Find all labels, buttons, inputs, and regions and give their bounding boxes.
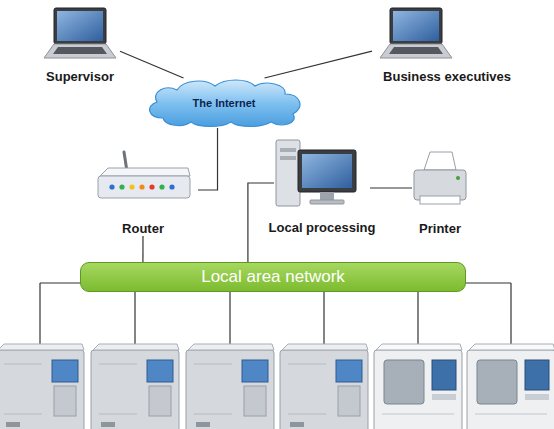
- network-link: [370, 187, 412, 188]
- computer-icon-part: [320, 192, 334, 200]
- executive-laptop: [380, 8, 452, 58]
- router-icon-part: [119, 184, 124, 189]
- network-link: [198, 128, 218, 190]
- node-label: The Internet: [193, 97, 256, 109]
- router-device: Router: [88, 148, 198, 236]
- lab-instruments: [0, 344, 554, 429]
- gas-chromatograph: [91, 344, 179, 429]
- network-link: [120, 51, 184, 78]
- gas-chromatograph: [186, 344, 274, 429]
- router-icon-part: [169, 184, 174, 189]
- supervisor-laptop: [44, 8, 116, 58]
- computer-icon-part: [302, 154, 352, 188]
- router-icon: [98, 152, 190, 198]
- computer-icon-part: [276, 140, 300, 206]
- user-laptop: Business executives: [372, 2, 522, 84]
- node-label: Supervisor: [46, 69, 114, 84]
- gas-chromatograph: [280, 344, 368, 429]
- node-label: Business executives: [383, 69, 511, 84]
- workstation: Local processing: [274, 135, 370, 235]
- computer-icon-part: [298, 150, 356, 192]
- computer-icon-part: [280, 156, 296, 160]
- network-wires-part: [417, 283, 418, 344]
- node-label: Router: [122, 221, 164, 236]
- router-icon-part: [98, 176, 190, 198]
- router-icon-part: [149, 184, 154, 189]
- network-wires-part: [39, 283, 40, 344]
- network-bus: Local area network: [80, 262, 466, 292]
- router-icon-part: [139, 184, 144, 189]
- node-label: Local processing: [269, 220, 376, 235]
- sample-analyzer: [467, 344, 554, 429]
- network-wires-part: [510, 283, 511, 344]
- network-wires-part: [134, 283, 135, 344]
- node-label: Printer: [419, 221, 461, 236]
- laptop-icon: [380, 8, 452, 58]
- internet-cloud: The Internet: [143, 78, 305, 128]
- computer-icon-part: [280, 148, 296, 152]
- printer-icon-part: [424, 152, 456, 170]
- node-label: Local area network: [201, 267, 345, 287]
- printer-icon-part: [420, 196, 460, 204]
- network-wires-part: [229, 283, 230, 344]
- computer-icon-part: [310, 200, 344, 204]
- computer-icon: [276, 140, 356, 206]
- router-icon-part: [100, 168, 190, 176]
- router-icon-part: [109, 184, 114, 189]
- router-icon-part: [159, 184, 164, 189]
- cloud-shape: [150, 80, 300, 127]
- laptop-icon: [44, 8, 116, 58]
- network-link: [265, 51, 373, 78]
- network-link: [142, 236, 143, 262]
- router-icon-part: [129, 184, 134, 189]
- printer-icon: [414, 152, 466, 204]
- user-laptop: Supervisor: [40, 2, 120, 84]
- sample-analyzer: [374, 344, 462, 429]
- gas-chromatograph: [0, 344, 84, 429]
- printer-icon-part: [456, 176, 460, 180]
- network-wires-part: [323, 283, 324, 344]
- network-wires: [40, 283, 511, 344]
- printer-device: Printer: [412, 148, 468, 236]
